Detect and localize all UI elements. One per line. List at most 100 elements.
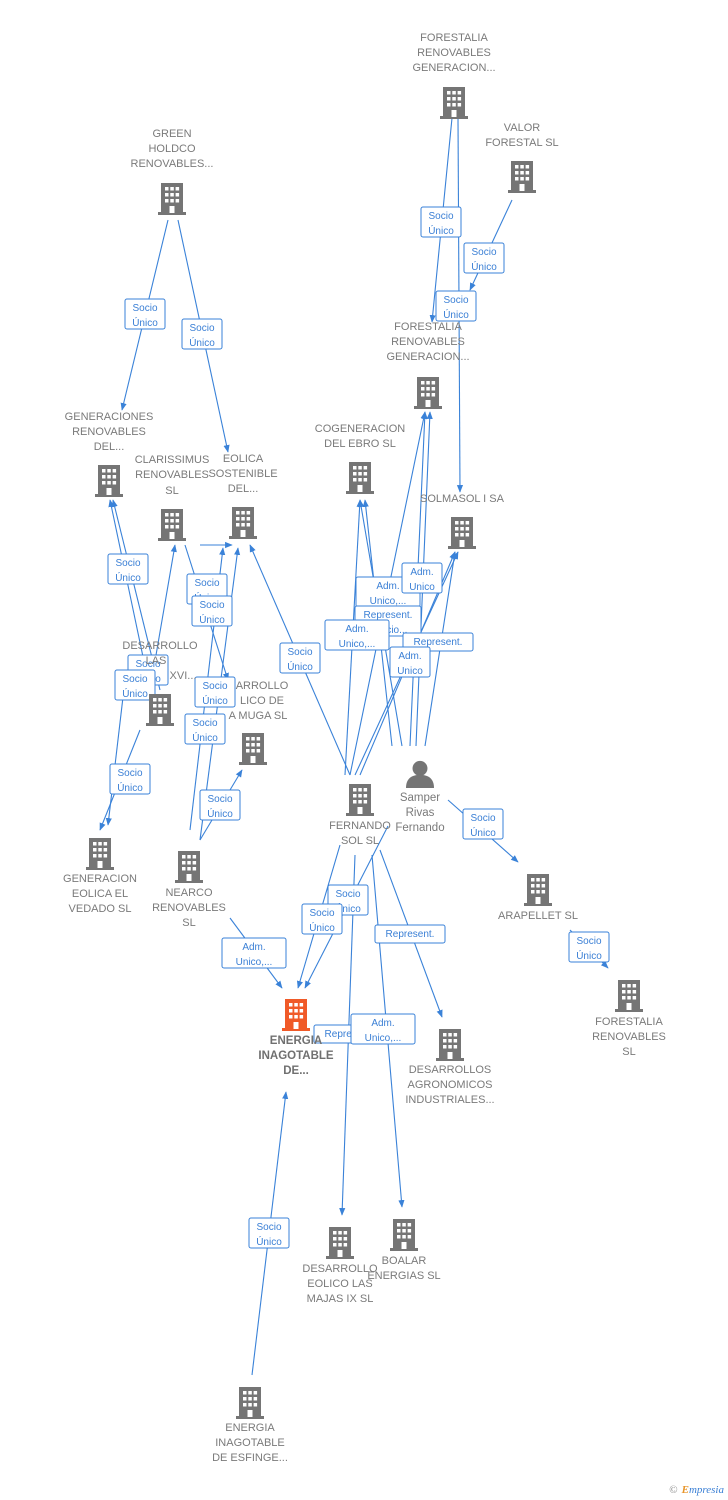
edge-label-text: Socio xyxy=(287,647,312,658)
node-label: EOLICO LAS xyxy=(307,1278,372,1290)
node-label: HOLDCO xyxy=(148,143,196,155)
edge-label-text: Socio xyxy=(189,323,214,334)
edge-label-text: Socio xyxy=(194,578,219,589)
edge-label-text: Único xyxy=(207,807,233,820)
edge-label[interactable]: Adm.Unico xyxy=(389,646,431,678)
brand-name: mpresia xyxy=(688,1484,724,1496)
node-label: RENOVABLES... xyxy=(131,158,214,170)
building-icon xyxy=(524,874,552,906)
edge-label-text: Único xyxy=(189,336,215,349)
company-node-desarrollo-xvi[interactable]: DESARROLLOLASXVI... xyxy=(122,640,198,726)
building-icon xyxy=(346,784,374,816)
company-node-solmasol[interactable]: SOLMASOL I SA xyxy=(420,493,505,549)
company-node-green[interactable]: GREENHOLDCORENOVABLES... xyxy=(131,128,214,215)
edge-label[interactable]: Adm.Unico xyxy=(401,562,443,594)
company-node-desarrollos-agro[interactable]: DESARROLLOSAGRONOMICOSINDUSTRIALES... xyxy=(405,1029,495,1106)
edge-label[interactable]: Adm.Unico,... xyxy=(350,1013,416,1045)
edge-labels-layer: SocioÚnicoSocioÚnicoSocioÚnicoSocioÚnico… xyxy=(107,206,610,1249)
edge-label-text: Único xyxy=(471,260,497,273)
edge-label-text: Socio xyxy=(207,794,232,805)
node-label: INDUSTRIALES... xyxy=(405,1094,494,1106)
company-node-generaciones[interactable]: GENERACIONESRENOVABLESDEL... xyxy=(65,411,154,497)
edge-label-box xyxy=(435,290,477,322)
edge-label-text: Único xyxy=(287,660,313,673)
building-icon xyxy=(158,183,186,215)
edge-label-text: Socio xyxy=(199,600,224,611)
edge-label-box xyxy=(124,298,166,330)
edge-label-box xyxy=(248,1217,290,1249)
edge-label-text: Único xyxy=(256,1235,282,1248)
node-label: XVI... xyxy=(170,670,197,682)
edge-label-box xyxy=(181,318,223,350)
edge-line xyxy=(105,679,126,826)
node-label: DE... xyxy=(283,1065,309,1077)
edge-label-text: Socio xyxy=(115,558,140,569)
edge-label-text: Socio xyxy=(122,674,147,685)
company-node-arapellet[interactable]: ARAPELLET SL xyxy=(498,874,578,922)
node-label: FORESTALIA xyxy=(420,32,488,44)
edge-label-text: Represent. xyxy=(325,1029,374,1040)
node-label: DE ESFINGE... xyxy=(212,1452,288,1464)
node-label: SOLMASOL I SA xyxy=(420,493,505,505)
edge-label-text: Único xyxy=(117,781,143,794)
edge-label-box xyxy=(109,763,151,795)
company-node-energia-focus[interactable]: ENERGIAINAGOTABLEDE... xyxy=(258,999,334,1077)
node-label: MAJAS IX SL xyxy=(307,1293,374,1305)
node-label: RENOVABLES xyxy=(152,902,226,914)
node-label: RENOVABLES xyxy=(135,469,209,481)
company-node-eolica-sost[interactable]: EOLICASOSTENIBLEDEL... xyxy=(208,453,278,539)
edge-label-text: Represent. xyxy=(386,929,435,940)
nodes-layer: FORESTALIARENOVABLESGENERACION...VALORFO… xyxy=(63,32,666,1464)
edge-label-text: Represent. xyxy=(364,610,413,621)
node-label: INAGOTABLE xyxy=(215,1437,284,1449)
company-node-forestalia-mid[interactable]: FORESTALIARENOVABLESGENERACION... xyxy=(386,321,470,409)
edge-label[interactable]: Adm.Unico,... xyxy=(221,937,287,969)
edge-label[interactable]: Adm.Unico,... xyxy=(324,619,390,651)
building-icon xyxy=(448,517,476,549)
edge-label-text: Adm. xyxy=(242,942,265,953)
node-label: NEARCO xyxy=(165,887,213,899)
edge-label-text: Adm. xyxy=(398,651,421,662)
node-label: AGRONOMICOS xyxy=(408,1079,493,1091)
building-icon xyxy=(95,465,123,497)
edge-label-text: Unico,... xyxy=(365,1033,402,1044)
edge-label-box xyxy=(401,562,443,594)
building-icon xyxy=(239,733,267,765)
edge-label-text: Unico,... xyxy=(370,596,407,607)
edge-label-text: Único xyxy=(122,687,148,700)
building-icon xyxy=(146,694,174,726)
edge-label-box xyxy=(221,937,287,969)
edge-label[interactable]: Represent. xyxy=(374,924,446,944)
company-node-forestalia-top[interactable]: FORESTALIARENOVABLESGENERACION... xyxy=(412,32,496,119)
